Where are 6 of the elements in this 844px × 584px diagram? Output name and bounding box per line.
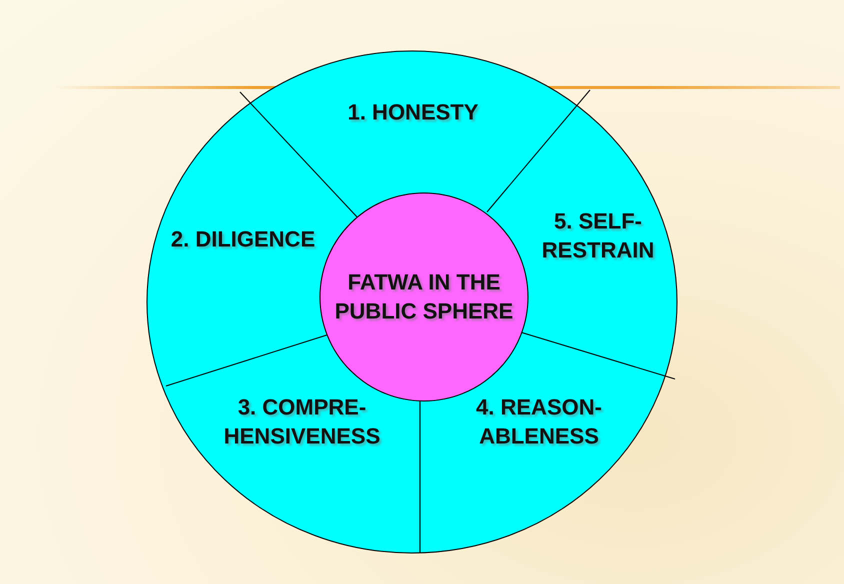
center-circle-label: FATWA IN THE PUBLIC SPHERE	[334, 268, 514, 326]
segment-label: 3. COMPRE- HENSIVENESS	[202, 393, 402, 451]
segment-label: 5. SELF- RESTRAIN	[523, 207, 673, 265]
segment-label: 2. DILIGENCE	[148, 226, 338, 254]
segment-label: 4. REASON- ABLENESS	[454, 393, 624, 451]
segment-label: 1. HONESTY	[313, 98, 513, 128]
